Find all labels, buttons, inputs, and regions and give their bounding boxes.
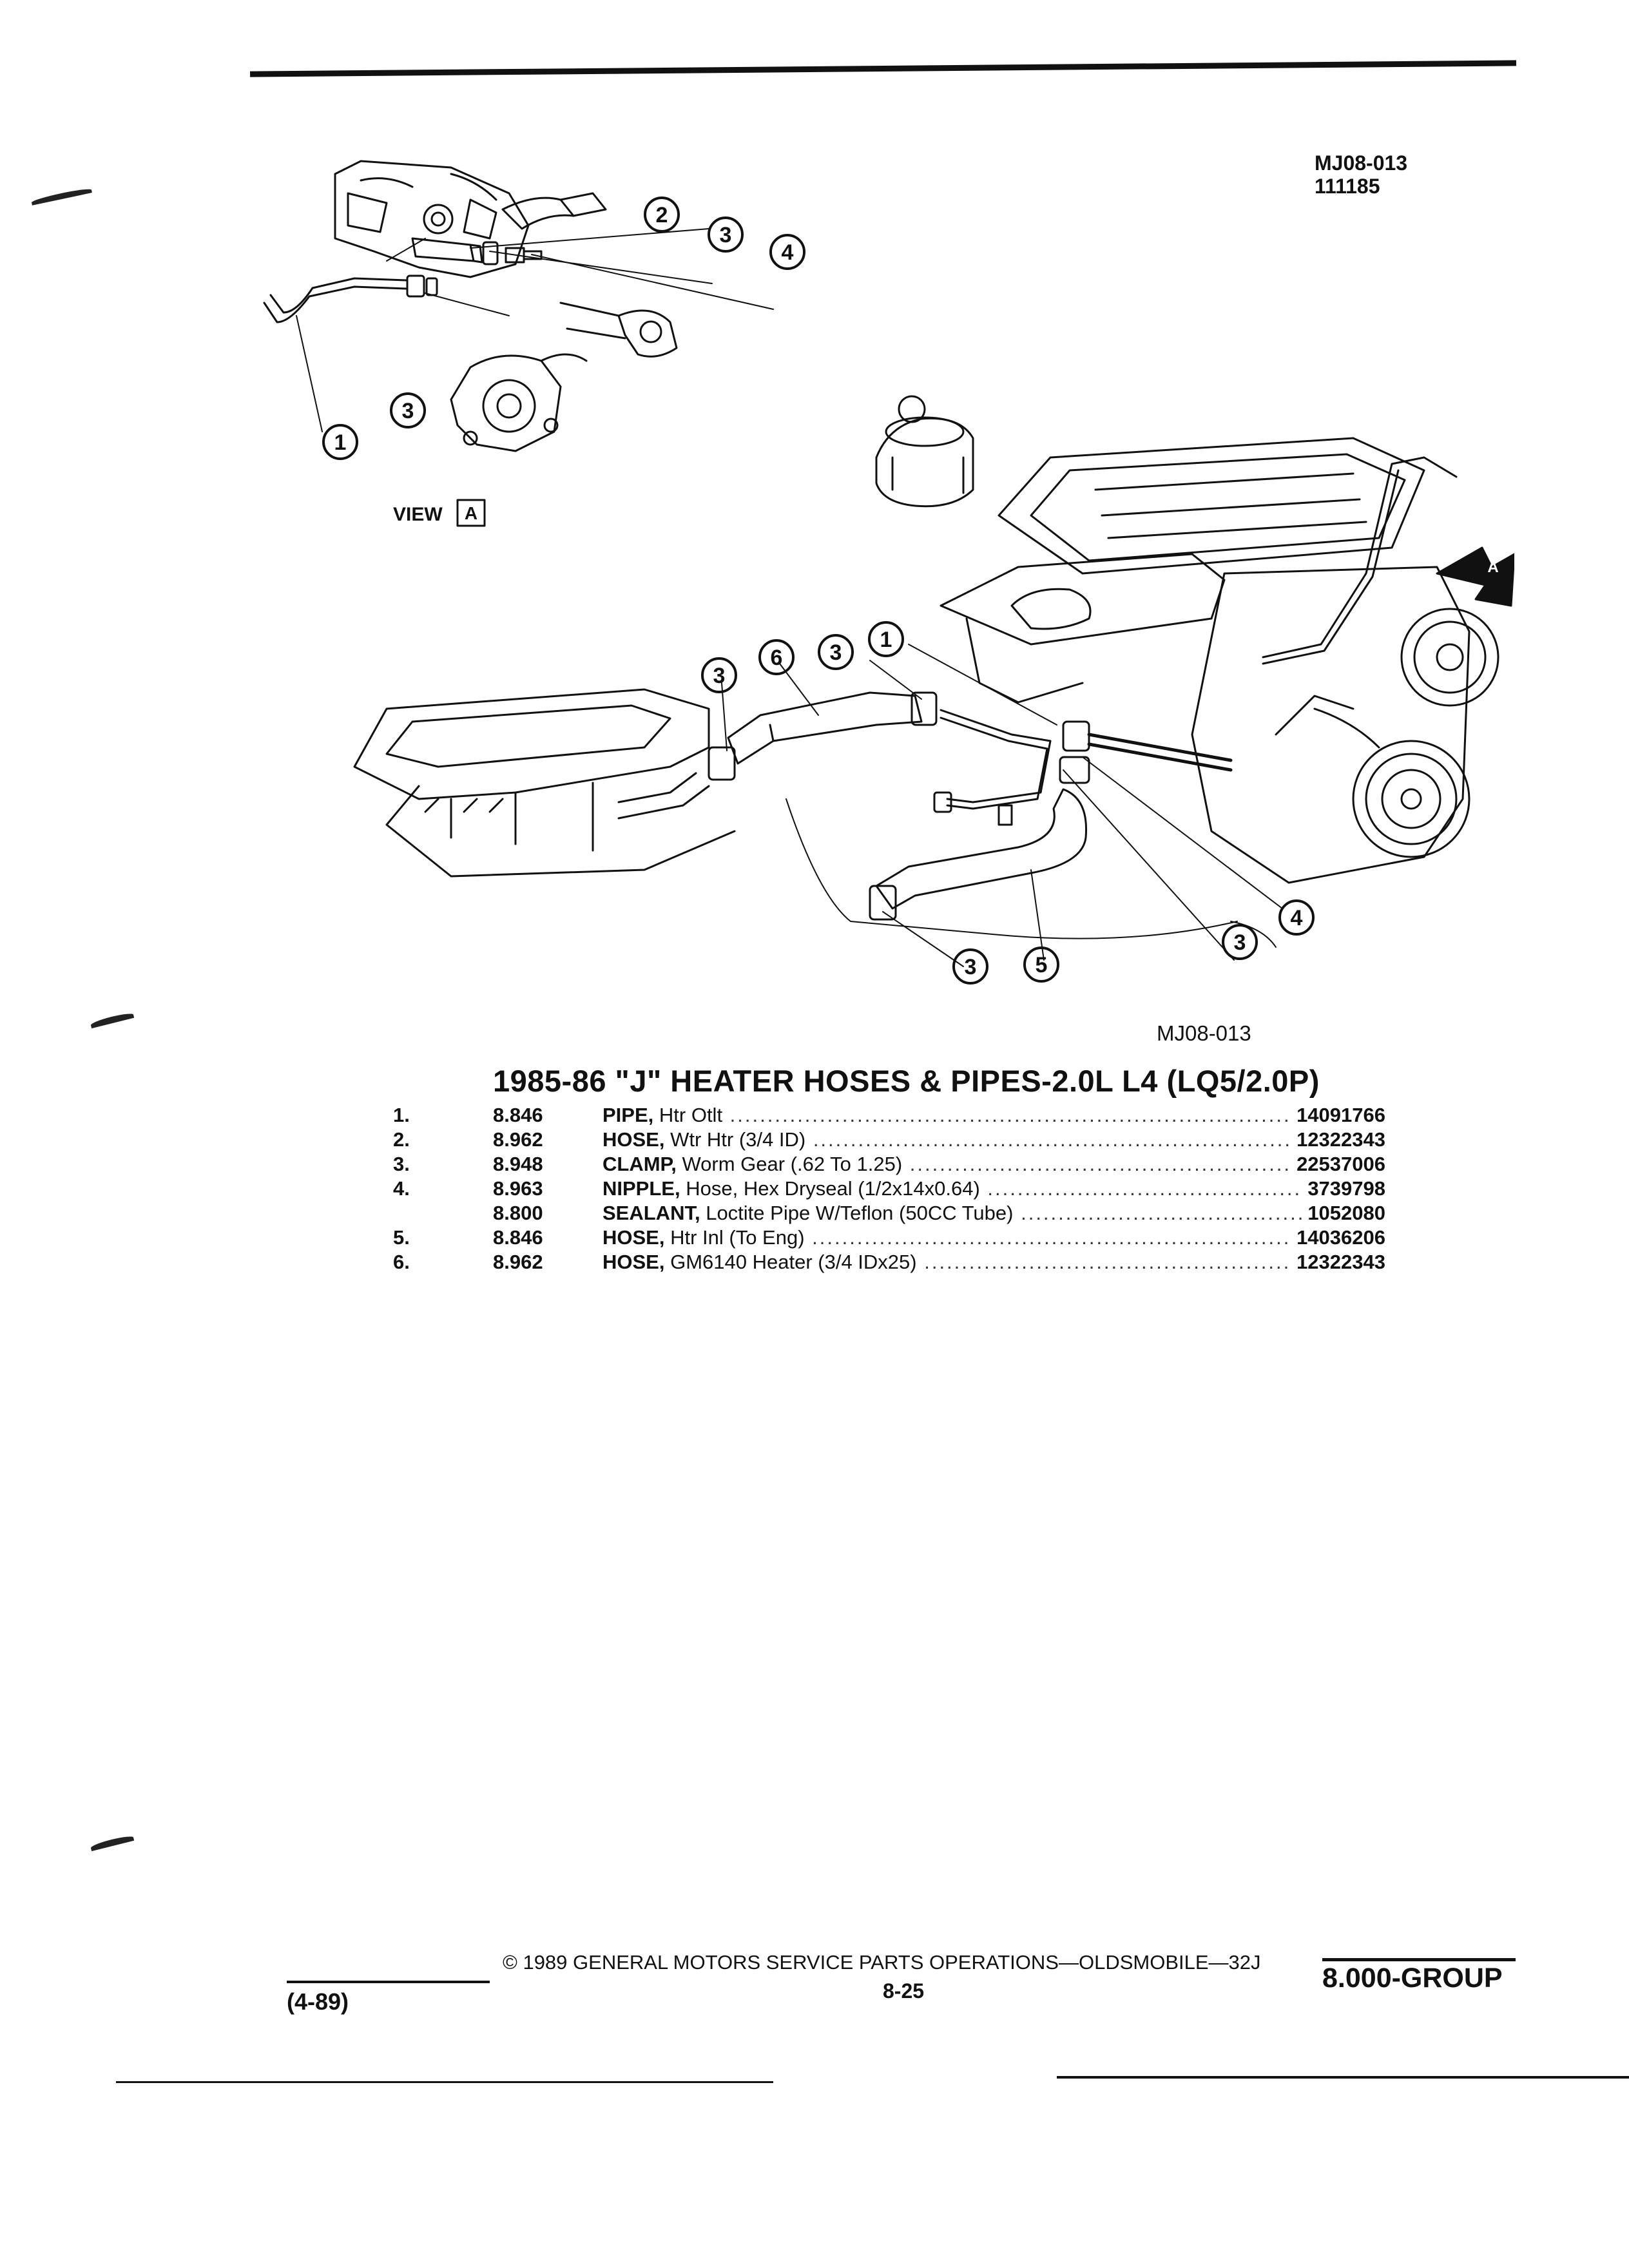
callout-3: 3 <box>402 399 414 423</box>
part-description: NIPPLE, Hose, Hex Dryseal (1/2x14x0.64) … <box>602 1177 1369 1201</box>
part-index: 3. <box>393 1153 410 1175</box>
parts-row: 4. 8.963 NIPPLE, Hose, Hex Dryseal (1/2x14… <box>393 1177 1385 1201</box>
section-title: 1985-86 "J" HEATER HOSES & PIPES-2.0L L4… <box>493 1064 1320 1098</box>
leader-dots: ........................................… <box>812 1226 1369 1249</box>
part-description: HOSE, Htr Inl (To Eng) .................… <box>602 1225 1369 1250</box>
parts-row: 6. 8.962 HOSE, GM6140 Heater (3/4 IDx25) .… <box>393 1250 1385 1274</box>
margin-mark <box>31 187 92 206</box>
part-description: CLAMP, Worm Gear (.62 To 1.25) .........… <box>602 1152 1369 1177</box>
heater-hoses <box>708 644 1283 967</box>
view-label: VIEW <box>393 504 443 525</box>
leader-dots: ........................................… <box>813 1128 1369 1151</box>
leader-dots: ........................................… <box>729 1104 1369 1126</box>
copyright-notice: © 1989 GENERAL MOTORS SERVICE PARTS OPER… <box>503 1951 1261 1974</box>
parts-row: 2. 8.962 HOSE, Wtr Htr (3/4 ID) ..........… <box>393 1128 1385 1152</box>
top-rule <box>249 60 1517 77</box>
heater-core <box>353 688 736 878</box>
part-detail: Wtr Htr (3/4 ID) <box>670 1128 806 1151</box>
footer-rule-right <box>1322 1958 1516 1961</box>
parts-list: 1. 8.846 PIPE, Htr Otlt ..................… <box>393 1103 1385 1274</box>
date-code: 111185 <box>1315 175 1380 198</box>
exploded-diagram: 2 3 4 3 1 3 6 3 1 3 4 3 5 VIEW A A <box>263 160 1514 985</box>
callout-3: 3 <box>1234 930 1246 955</box>
part-group-code: 8.962 <box>493 1251 543 1273</box>
figure-code: MJ08-013 <box>1315 151 1408 175</box>
callout-6: 6 <box>771 646 783 670</box>
view-a-detail <box>263 160 774 452</box>
part-name: NIPPLE, <box>602 1177 680 1200</box>
callout-3: 3 <box>720 223 732 247</box>
callout-3: 3 <box>713 664 726 688</box>
part-group-code: 8.948 <box>493 1153 543 1175</box>
footer-rule-left <box>287 1981 490 1983</box>
page-number: 8-25 <box>883 1979 925 2003</box>
bottom-rule <box>116 2081 773 2083</box>
part-name: CLAMP, <box>602 1153 677 1175</box>
revision-date: (4-89) <box>287 1988 349 2015</box>
figure-caption: MJ08-013 <box>1157 1021 1251 1045</box>
parts-row: 3. 8.948 CLAMP, Worm Gear (.62 To 1.25) ..… <box>393 1152 1385 1177</box>
parts-row: 1. 8.846 PIPE, Htr Otlt ..................… <box>393 1103 1385 1128</box>
part-index: 1. <box>393 1104 410 1126</box>
callout-1: 1 <box>334 430 347 455</box>
engine-assembly <box>875 395 1514 884</box>
margin-mark <box>90 1834 135 1852</box>
part-description: SEALANT, Loctite Pipe W/Teflon (50CC Tub… <box>602 1201 1369 1225</box>
part-group-code: 8.962 <box>493 1128 543 1151</box>
part-description: PIPE, Htr Otlt .........................… <box>602 1103 1369 1128</box>
part-detail: Loctite Pipe W/Teflon (50CC Tube) <box>706 1202 1014 1224</box>
part-number: 3739798 <box>1304 1177 1385 1201</box>
part-number: 22537006 <box>1293 1152 1385 1177</box>
part-number: 14036206 <box>1293 1225 1385 1250</box>
callout-5: 5 <box>1036 953 1048 977</box>
callouts <box>322 197 1315 985</box>
callout-3: 3 <box>965 955 977 979</box>
view-letter-box <box>456 499 486 527</box>
part-detail: Htr Otlt <box>659 1104 723 1126</box>
part-number: 1052080 <box>1304 1201 1385 1225</box>
part-group-code: 8.800 <box>493 1202 543 1224</box>
part-index: 4. <box>393 1177 410 1200</box>
parts-row: 5. 8.846 HOSE, Htr Inl (To Eng) ..........… <box>393 1225 1385 1250</box>
part-name: HOSE, <box>602 1128 665 1151</box>
figure-code-header: MJ08-013 111185 <box>1315 151 1407 198</box>
callout-4: 4 <box>1291 906 1303 930</box>
callout-1: 1 <box>880 628 892 652</box>
part-detail: Worm Gear (.62 To 1.25) <box>682 1153 903 1175</box>
part-detail: Hose, Hex Dryseal (1/2x14x0.64) <box>686 1177 980 1200</box>
part-name: HOSE, <box>602 1226 665 1249</box>
part-number: 12322343 <box>1293 1128 1385 1152</box>
part-description: HOSE, GM6140 Heater (3/4 IDx25) ........… <box>602 1250 1369 1274</box>
part-name: SEALANT, <box>602 1202 700 1224</box>
part-detail: GM6140 Heater (3/4 IDx25) <box>670 1251 917 1273</box>
bottom-rule <box>1057 2076 1629 2079</box>
part-index: 2. <box>393 1128 410 1151</box>
part-name: HOSE, <box>602 1251 665 1273</box>
part-number: 12322343 <box>1293 1250 1385 1274</box>
part-index: 5. <box>393 1226 410 1249</box>
callout-4: 4 <box>782 240 794 265</box>
part-name: PIPE, <box>602 1104 654 1126</box>
arrow-letter: A <box>1487 559 1498 576</box>
part-detail: Htr Inl (To Eng) <box>670 1226 805 1249</box>
part-group-code: 8.846 <box>493 1226 543 1249</box>
part-group-code: 8.963 <box>493 1177 543 1200</box>
part-description: HOSE, Wtr Htr (3/4 ID) .................… <box>602 1128 1369 1152</box>
group-label: 8.000-GROUP <box>1322 1963 1503 1994</box>
view-letter: A <box>465 503 477 523</box>
part-number: 14091766 <box>1293 1103 1385 1128</box>
part-index: 6. <box>393 1251 410 1273</box>
margin-mark <box>90 1011 135 1029</box>
parts-row: 8.800 SEALANT, Loctite Pipe W/Teflon (50C… <box>393 1201 1385 1225</box>
callout-3: 3 <box>830 640 842 665</box>
part-group-code: 8.846 <box>493 1104 543 1126</box>
callout-2: 2 <box>656 203 668 227</box>
